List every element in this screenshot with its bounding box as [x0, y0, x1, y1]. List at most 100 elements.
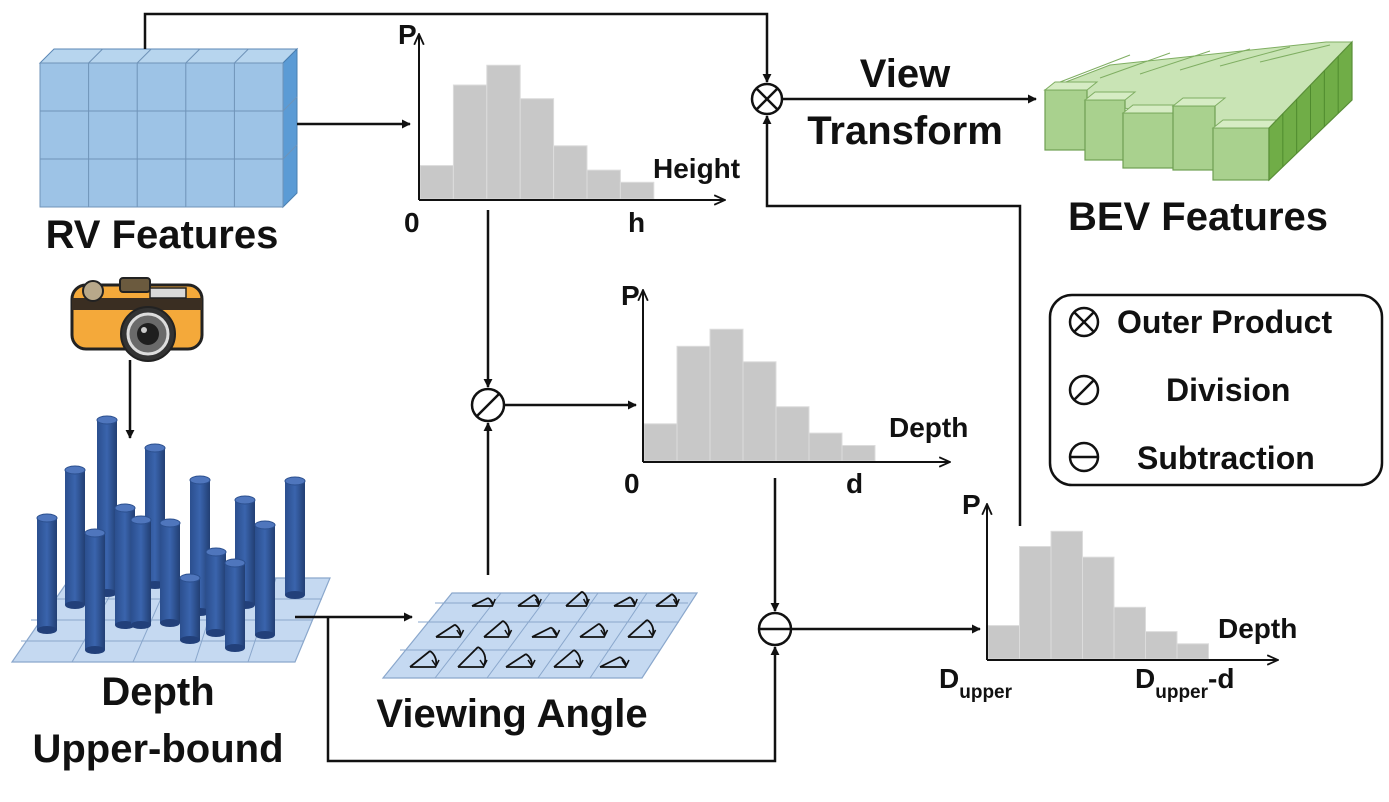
angle-ray: [505, 653, 532, 668]
angle-ray: [579, 622, 605, 638]
angle-arrowhead: [600, 629, 609, 638]
angle-ray: [531, 626, 557, 638]
depth-pillar: [131, 520, 151, 625]
height-hist-bar: [619, 181, 655, 200]
depth-pillar: [225, 563, 245, 648]
depth-pillar-base: [131, 621, 151, 629]
angle-ray: [599, 656, 626, 668]
height-hist-bar: [486, 64, 521, 200]
bev-voxel: [1212, 127, 1270, 181]
angle-arrowhead: [648, 629, 657, 638]
legend-division-label: Division: [1166, 372, 1290, 408]
bev-voxel-top: [1211, 119, 1281, 129]
view-transform-label-line2: Transform: [807, 109, 1003, 153]
height-hist-bar: [586, 169, 621, 200]
depth-pillars: [36, 415, 306, 654]
viewing-angle-grid: [381, 590, 699, 679]
height-x-label: Height: [653, 153, 740, 184]
depth-upper-bound-label-line1: Depth: [101, 670, 214, 714]
bev-grid-line: [1099, 52, 1171, 79]
angle-arrowhead: [552, 629, 561, 638]
depth-histogram-bars: [643, 328, 876, 462]
residual-y-label: P: [962, 489, 981, 520]
angle-ray: [655, 593, 677, 607]
rv-features-label: RV Features: [46, 213, 279, 257]
angle-arrowhead: [504, 629, 513, 638]
angle-ray: [435, 623, 461, 638]
bev-voxel: [1084, 99, 1126, 161]
residual-hist-bar: [1019, 546, 1052, 660]
bev-grid-line: [1219, 46, 1291, 67]
residual-tick-start: Dupper: [939, 663, 1013, 703]
viewing-angle-icons: [409, 590, 680, 668]
depth-pillar-base: [285, 591, 305, 599]
angle-ray: [483, 620, 509, 638]
camera-icon: [70, 277, 204, 362]
height-tick-start: 0: [404, 207, 420, 238]
depth-pillar-top: [234, 495, 256, 505]
residual-tick-end-sub: upper: [1155, 682, 1208, 703]
depth-pillar: [206, 552, 226, 633]
angle-ray: [471, 597, 493, 607]
angle-arrowhead: [621, 659, 630, 668]
depth-pillar: [115, 508, 135, 625]
angle-arrowhead: [534, 598, 542, 607]
height-histogram-bars: [419, 64, 655, 200]
depth-tick-start: 0: [624, 468, 640, 499]
depth-pillar: [37, 518, 57, 630]
bev-features-label: BEV Features: [1068, 195, 1328, 239]
arrow-residual-to-outer-product: [762, 115, 1022, 526]
angle-arrowhead: [575, 659, 584, 668]
depth-pillar-base: [180, 636, 200, 644]
angle-arrowhead: [456, 629, 465, 638]
depth-pillar-top: [159, 518, 181, 528]
arrow-pillars-to-subtraction: [326, 617, 780, 763]
outer-product-icon: [750, 82, 784, 116]
depth-pillar-top: [36, 513, 58, 523]
bev-voxel: [1172, 105, 1216, 171]
depth-hist-bar: [709, 328, 744, 462]
bev-grid-line: [1139, 50, 1211, 75]
depth-pillar-base: [160, 619, 180, 627]
depth-hist-bar: [775, 406, 810, 462]
legend-subtraction-icon: [1068, 441, 1100, 473]
connectors: [125, 12, 1037, 763]
height-histogram: P Height 0 h: [398, 19, 740, 238]
depth-pillar-base: [225, 644, 245, 652]
angle-arrowhead: [488, 598, 496, 607]
residual-x-label: Depth: [1218, 613, 1297, 644]
height-y-label: P: [398, 19, 417, 50]
angle-arrowhead: [527, 659, 536, 668]
depth-hist-bar: [742, 361, 777, 462]
depth-pillar-top: [284, 476, 306, 486]
height-hist-bar: [419, 165, 454, 200]
depth-pillar-base: [255, 631, 275, 639]
legend-outer-product-icon: [1068, 306, 1100, 338]
residual-hist-bar: [987, 625, 1020, 660]
legend-division-icon: [1068, 374, 1100, 406]
depth-pillar-base: [206, 629, 226, 637]
bev-voxel-top: [1083, 91, 1137, 101]
depth-pillar: [85, 533, 105, 650]
residual-hist-bar: [1176, 643, 1209, 660]
residual-tick-start-sub: upper: [959, 682, 1012, 703]
bev-features-cube: [1043, 40, 1353, 182]
bev-grid-line: [1259, 44, 1331, 63]
bev-voxel-top: [1171, 97, 1227, 107]
legend-subtraction-label: Subtraction: [1137, 440, 1315, 476]
depth-pillar-base: [37, 626, 57, 634]
bev-voxel: [1122, 112, 1176, 169]
residual-tick-end: Dupper-d: [1135, 663, 1234, 703]
bev-grid-line: [1059, 54, 1131, 83]
depth-tick-end: d: [846, 468, 863, 499]
depth-x-label: Depth: [889, 412, 968, 443]
depth-histogram: P Depth 0 d: [621, 280, 968, 499]
arrow-rv-to-outer-product: [143, 12, 772, 83]
depth-pillar: [285, 481, 305, 595]
legend-outer-product-label: Outer Product: [1117, 304, 1332, 340]
depth-pillar-base: [85, 646, 105, 654]
residual-hist-bar: [1145, 631, 1178, 660]
depth-pillar-top: [64, 465, 86, 475]
height-hist-bar: [519, 98, 555, 200]
